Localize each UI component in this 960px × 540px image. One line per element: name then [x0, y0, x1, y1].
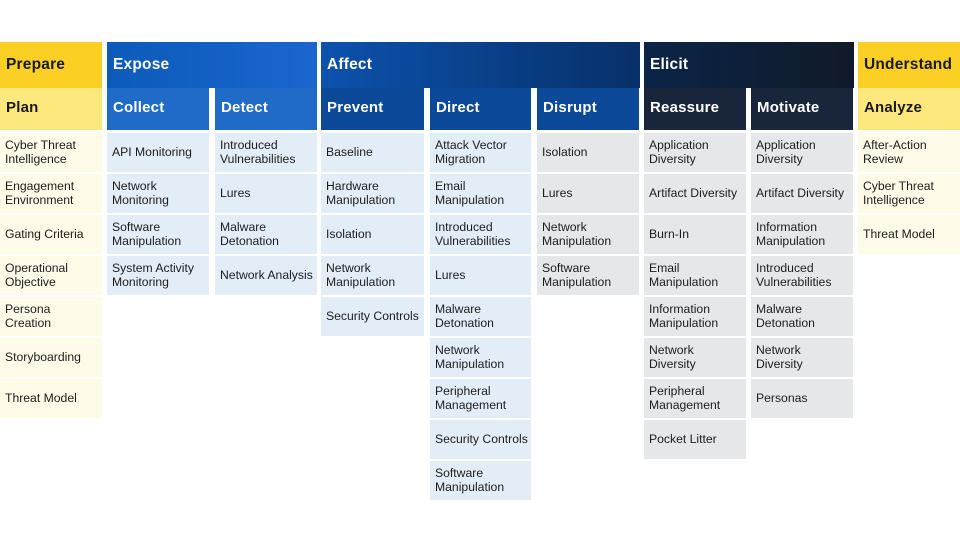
technique-cell: Hardware Manipulation — [321, 174, 424, 213]
goal-expose: Expose — [107, 42, 317, 88]
approach-reassure: Reassure — [644, 88, 746, 130]
technique-cell: Network Manipulation — [321, 256, 424, 295]
technique-cell: Cyber Threat Intelligence — [858, 174, 960, 213]
approach-collect: Collect — [107, 88, 209, 130]
technique-cell: Malware Detonation — [215, 215, 317, 254]
technique-cell: Information Manipulation — [644, 297, 746, 336]
goal-understand: Understand — [858, 42, 960, 88]
technique-cell: Pocket Litter — [644, 420, 746, 459]
technique-cell: Application Diversity — [644, 133, 746, 172]
technique-cell: Introduced Vulnerabilities — [751, 256, 853, 295]
approach-analyze: Analyze — [858, 88, 960, 130]
technique-cell: Software Manipulation — [107, 215, 209, 254]
technique-cell: Artifact Diversity — [751, 174, 853, 213]
technique-cell: Peripheral Management — [430, 379, 531, 418]
technique-cell: Email Manipulation — [644, 256, 746, 295]
technique-cell: Network Manipulation — [430, 338, 531, 377]
technique-cell: System Activity Monitoring — [107, 256, 209, 295]
technique-cell: Software Manipulation — [537, 256, 639, 295]
technique-cell: Lures — [537, 174, 639, 213]
technique-cell: Engagement Environment — [0, 174, 102, 213]
technique-cell: Storyboarding — [0, 338, 102, 377]
approach-disrupt: Disrupt — [537, 88, 639, 130]
approach-motivate: Motivate — [751, 88, 853, 130]
technique-cell: Cyber Threat Intelligence — [0, 133, 102, 172]
technique-cell: Peripheral Management — [644, 379, 746, 418]
technique-cell: Security Controls — [321, 297, 424, 336]
approach-detect: Detect — [215, 88, 317, 130]
technique-cell: Introduced Vulnerabilities — [430, 215, 531, 254]
technique-cell: Attack Vector Migration — [430, 133, 531, 172]
technique-cell: Malware Detonation — [751, 297, 853, 336]
technique-cell: Persona Creation — [0, 297, 102, 336]
technique-cell: Operational Objective — [0, 256, 102, 295]
technique-cell: API Monitoring — [107, 133, 209, 172]
technique-cell: Network Diversity — [644, 338, 746, 377]
technique-cell: Software Manipulation — [430, 461, 531, 500]
goal-elicit: Elicit — [644, 42, 854, 88]
technique-cell: Threat Model — [858, 215, 960, 254]
technique-cell: Network Analysis — [215, 256, 317, 295]
technique-cell: Introduced Vulnerabilities — [215, 133, 317, 172]
technique-cell: Email Manipulation — [430, 174, 531, 213]
technique-cell: Lures — [430, 256, 531, 295]
technique-cell: Network Monitoring — [107, 174, 209, 213]
goal-affect: Affect — [321, 42, 640, 88]
technique-cell: Network Manipulation — [537, 215, 639, 254]
technique-cell: Gating Criteria — [0, 215, 102, 254]
technique-cell: Baseline — [321, 133, 424, 172]
technique-cell: Network Diversity — [751, 338, 853, 377]
approach-plan: Plan — [0, 88, 102, 130]
technique-cell: Burn-In — [644, 215, 746, 254]
technique-cell: Information Manipulation — [751, 215, 853, 254]
technique-cell: Personas — [751, 379, 853, 418]
technique-cell: Malware Detonation — [430, 297, 531, 336]
technique-cell: Artifact Diversity — [644, 174, 746, 213]
technique-cell: Security Controls — [430, 420, 531, 459]
approach-direct: Direct — [430, 88, 531, 130]
technique-cell: Isolation — [537, 133, 639, 172]
technique-cell: After-Action Review — [858, 133, 960, 172]
technique-cell: Isolation — [321, 215, 424, 254]
technique-cell: Lures — [215, 174, 317, 213]
technique-cell: Application Diversity — [751, 133, 853, 172]
technique-cell: Threat Model — [0, 379, 102, 418]
approach-prevent: Prevent — [321, 88, 424, 130]
goal-prepare: Prepare — [0, 42, 102, 88]
